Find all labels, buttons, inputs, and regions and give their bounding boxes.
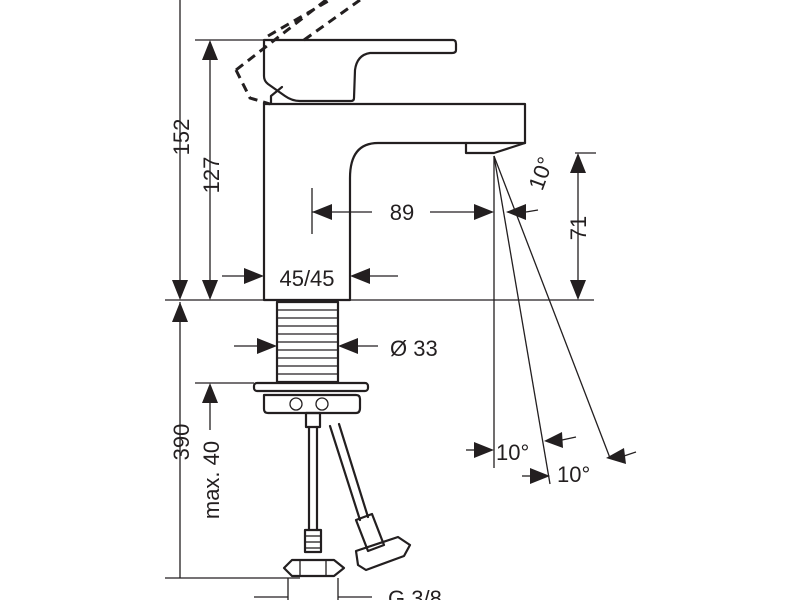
angle-spout-label: 10°: [524, 154, 559, 194]
washer-and-nut: [252, 381, 370, 415]
body-and-spout: [262, 102, 527, 302]
aerator: [464, 141, 527, 155]
angle-bottom-left-label: 10°: [496, 440, 529, 465]
dim-127-label: 127: [199, 157, 224, 194]
cartridge-dome: [269, 85, 284, 106]
faucet-body: [234, 0, 527, 302]
dim-390-label: 390: [169, 424, 194, 461]
lever-raised-outline: [234, 0, 361, 106]
angle-bottom-right-label: 10°: [557, 462, 590, 487]
supply-hoses: [282, 411, 412, 578]
threaded-shank: [275, 300, 340, 384]
lever-handle: [262, 38, 458, 103]
dimension-lines: [165, 0, 637, 600]
dim-152-label: 152: [169, 119, 194, 156]
dim-89-label: 89: [390, 200, 414, 225]
dim-45-45-label: 45/45: [279, 266, 334, 291]
flow-lines: [493, 152, 611, 485]
dim-diameter-label: Ø 33: [390, 336, 438, 361]
dim-thread-label: G 3/8: [388, 586, 442, 600]
dim-max-40-label: max. 40: [199, 441, 224, 519]
dim-71-label: 71: [566, 216, 591, 240]
